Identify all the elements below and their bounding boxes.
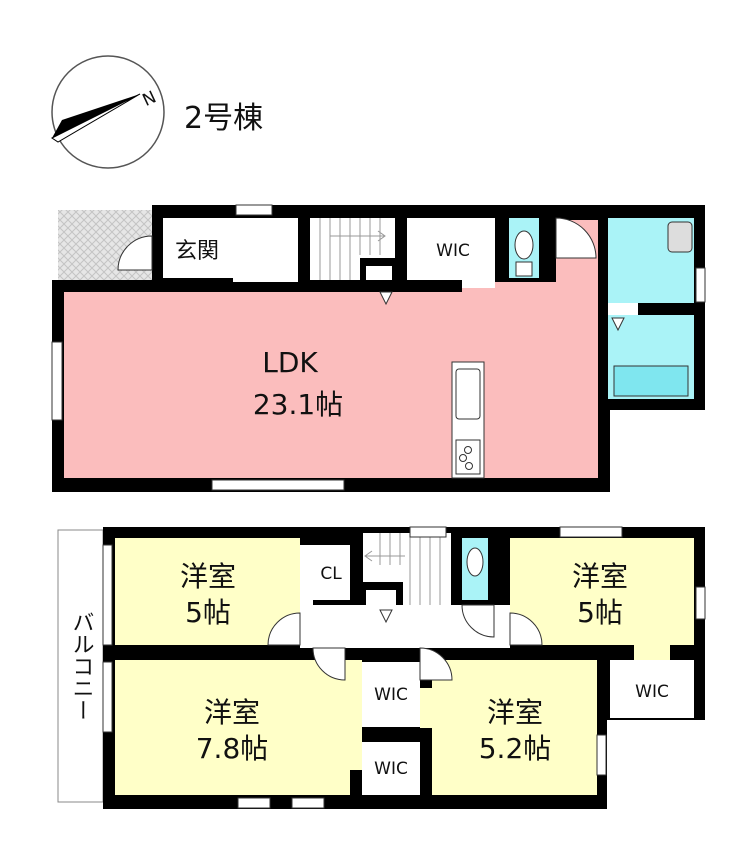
bathtub-icon: [613, 365, 689, 397]
floor-1: WIC 玄関 LDK 23.1帖: [51, 204, 706, 492]
window: [235, 204, 273, 216]
window: [102, 544, 113, 646]
ldk-size: 23.1帖: [253, 388, 343, 421]
sink-icon: [667, 221, 693, 253]
room-bm-name: 洋室: [487, 696, 543, 729]
wic-label-f1: WIC: [436, 241, 470, 261]
room-top-right: [510, 538, 694, 645]
wic-3-label: WIC: [635, 682, 669, 702]
window: [559, 526, 623, 538]
toilet-icon: [466, 547, 484, 577]
room-bm-size: 5.2帖: [479, 732, 552, 765]
entrance-room: [163, 218, 233, 278]
room-top-left: [115, 538, 300, 645]
room-tr-size: 5帖: [577, 596, 623, 629]
door-arrow-icon: [379, 291, 393, 306]
room-bottom-middle: [432, 660, 597, 795]
hall: [233, 218, 298, 282]
toilet-icon: [514, 230, 534, 260]
entrance-door[interactable]: [117, 235, 153, 271]
compass-icon: N: [51, 55, 165, 169]
wic-1-label: WIC: [374, 685, 408, 705]
floor-2: バルコニー CL: [57, 526, 706, 809]
closet-label: CL: [320, 564, 342, 584]
room-tl-size: 5帖: [185, 596, 231, 629]
ldk-label: LDK: [262, 346, 318, 379]
balcony-label: バルコニー: [69, 611, 94, 721]
room-tr-name: 洋室: [572, 560, 628, 593]
wic-3: [610, 660, 694, 718]
window: [291, 797, 325, 809]
room-bottom-left: [115, 660, 350, 795]
wic-1: [362, 662, 420, 727]
wic-room-f1: [407, 218, 495, 280]
room-tl-name: 洋室: [180, 560, 236, 593]
window: [596, 734, 607, 776]
closet: [313, 545, 350, 600]
window: [237, 797, 271, 809]
ldk-room: [64, 292, 598, 478]
wic-2-label: WIC: [374, 759, 408, 779]
building-name: 2号棟: [184, 101, 263, 136]
window: [695, 586, 706, 620]
kitchen-sink-icon: [455, 368, 481, 420]
wic-2: [362, 742, 420, 795]
window: [102, 661, 113, 733]
entrance-label: 玄関: [175, 239, 219, 264]
window: [51, 341, 63, 421]
window: [211, 479, 345, 491]
room-bl-name: 洋室: [204, 696, 260, 729]
room-bl-size: 7.8帖: [196, 732, 269, 765]
window: [409, 526, 447, 538]
window: [695, 267, 706, 303]
